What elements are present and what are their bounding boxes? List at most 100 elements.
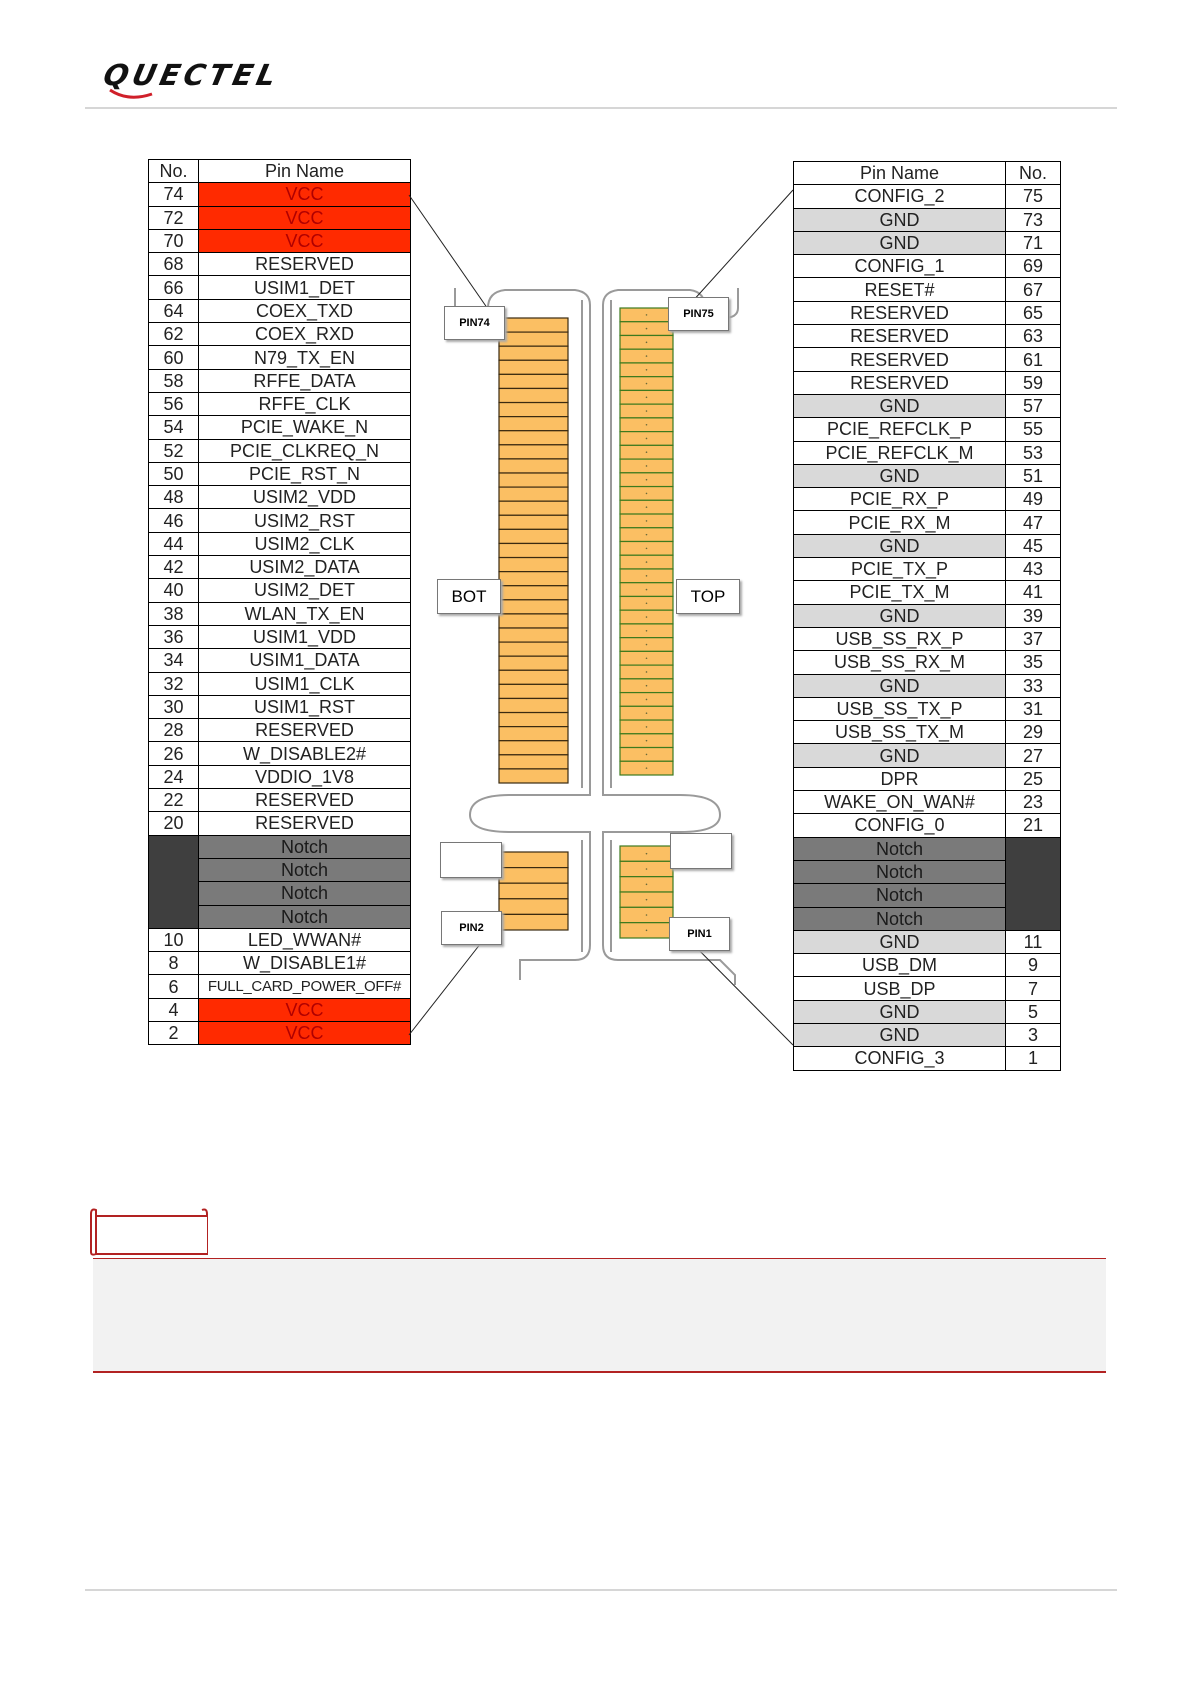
bot-pad — [498, 697, 569, 714]
bot-pad — [498, 613, 569, 629]
bot-pad — [498, 514, 569, 530]
pin-name: Notch — [793, 906, 1006, 931]
pin-name: GND — [793, 999, 1006, 1024]
top-pad-dot — [645, 451, 648, 454]
pin-name: GND — [793, 929, 1006, 955]
pin-name: USIM2_VDD — [198, 485, 411, 510]
pin-name: WLAN_TX_EN — [198, 601, 411, 626]
pin-number: 38 — [148, 601, 199, 626]
pin-name: RESERVED — [793, 324, 1006, 349]
notch-block — [148, 834, 199, 929]
pin-name: GND — [793, 463, 1006, 489]
bot-pad — [498, 669, 569, 685]
bot-pad — [498, 913, 569, 931]
top-pad-dot — [645, 341, 648, 344]
pin-number: 55 — [1005, 417, 1061, 442]
pin-name: PCIE_REFCLK_M — [793, 440, 1006, 465]
pin-name: VCC — [198, 228, 411, 254]
top-pad-dot — [645, 382, 648, 385]
top-pad-dot — [645, 575, 648, 577]
bot-pad — [498, 472, 569, 488]
bot-pad — [498, 542, 569, 559]
pin-number: 26 — [148, 741, 199, 766]
bot-pad — [498, 345, 569, 361]
bot-pad — [498, 726, 569, 742]
pin-number: 54 — [148, 415, 199, 440]
pin-number: 47 — [1005, 510, 1061, 535]
pin-number: 68 — [148, 252, 199, 277]
top-pad-dot — [645, 355, 648, 357]
bot-pad — [498, 754, 569, 770]
pin-number: 43 — [1005, 557, 1061, 582]
pin-number: 52 — [148, 438, 199, 463]
pin-number: 23 — [1005, 790, 1061, 815]
pin-name: RESERVED — [793, 347, 1006, 372]
top-pad-dot — [645, 671, 648, 673]
top-pad-dot — [645, 465, 648, 467]
pin-name: Notch — [198, 834, 411, 859]
bot-pad — [498, 430, 569, 446]
pin-number: 69 — [1005, 254, 1061, 279]
quectel-logo: QUECTEL — [100, 58, 344, 100]
bot-pad — [498, 556, 569, 573]
bot-pad — [498, 851, 569, 869]
pin-number: 25 — [1005, 766, 1061, 792]
top-pad-dot — [645, 712, 648, 714]
top-pad-dot — [645, 643, 648, 646]
bot-pad — [498, 500, 569, 516]
pin-number: 57 — [1005, 393, 1061, 419]
pin-name: Notch — [198, 904, 411, 929]
bot-pad — [498, 655, 569, 671]
top-pad-dot — [645, 898, 648, 901]
pin-row: Notch — [793, 906, 1061, 931]
top-pad-dot — [645, 588, 648, 591]
pin74-label: PIN74 — [444, 306, 505, 340]
pin-name: GND — [793, 230, 1006, 256]
bot-pad — [498, 711, 569, 728]
bot-pad — [498, 740, 569, 756]
pin-name: CONFIG_3 — [793, 1046, 1006, 1071]
pin-row: Notch — [793, 883, 1061, 908]
top-pad-dot — [645, 616, 648, 618]
pin1-label: PIN1 — [669, 917, 730, 951]
pin-number: 62 — [148, 322, 199, 347]
top-pad-dot — [645, 914, 648, 916]
pin-row: Notch — [149, 904, 411, 929]
top-pad-dot — [645, 533, 648, 536]
bot-pad — [498, 627, 569, 643]
blank-callout-right — [670, 833, 732, 869]
pin-name: PCIE_TX_M — [793, 580, 1006, 605]
pin-name: USB_SS_RX_P — [793, 626, 1006, 652]
pin-name: N79_TX_EN — [198, 345, 411, 370]
top-pad-dot — [645, 547, 648, 550]
footer-divider — [85, 1589, 1117, 1591]
top-pad-dot — [645, 753, 648, 756]
top-pad-dot — [645, 767, 648, 769]
pin-number: 49 — [1005, 487, 1061, 512]
top-pad-dot — [645, 478, 648, 481]
table-header-row: Pin Name No. — [793, 160, 1061, 186]
pin-name: GND — [793, 673, 1006, 698]
top-pad-dot — [645, 739, 648, 742]
pin-number: 22 — [148, 788, 199, 813]
pin-number: 7 — [1005, 976, 1061, 1001]
